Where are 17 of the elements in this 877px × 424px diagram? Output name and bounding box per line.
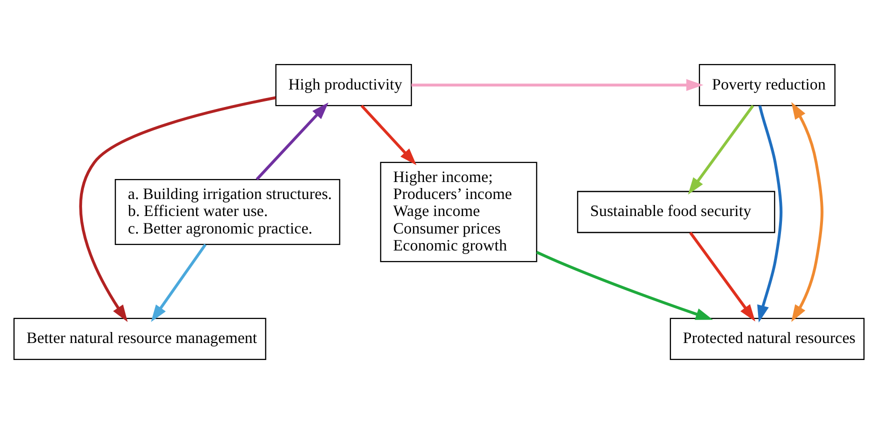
node-box: Higher income; Producers’ income Wage income Consumer prices Economic growth bbox=[380, 162, 537, 262]
node-box: High productivity bbox=[274, 64, 412, 106]
node-box: Protected natural resources bbox=[669, 318, 864, 360]
node-box: Sustainable food security bbox=[576, 190, 775, 234]
node-box: a. Building irrigation structures. b. Efficient water use. c. Better agronomic practice. bbox=[114, 178, 340, 246]
node-box: Poverty reduction bbox=[698, 64, 836, 106]
node-box: Better natural resource management bbox=[12, 318, 266, 360]
arrow bbox=[790, 102, 823, 322]
arrow bbox=[688, 232, 755, 322]
arrow bbox=[255, 102, 328, 180]
arrow bbox=[756, 105, 782, 322]
arrow bbox=[688, 104, 754, 195]
arrow bbox=[150, 244, 206, 322]
arrow bbox=[410, 79, 703, 92]
arrow bbox=[360, 104, 416, 166]
arrow bbox=[536, 250, 712, 320]
arrow bbox=[78, 96, 276, 322]
